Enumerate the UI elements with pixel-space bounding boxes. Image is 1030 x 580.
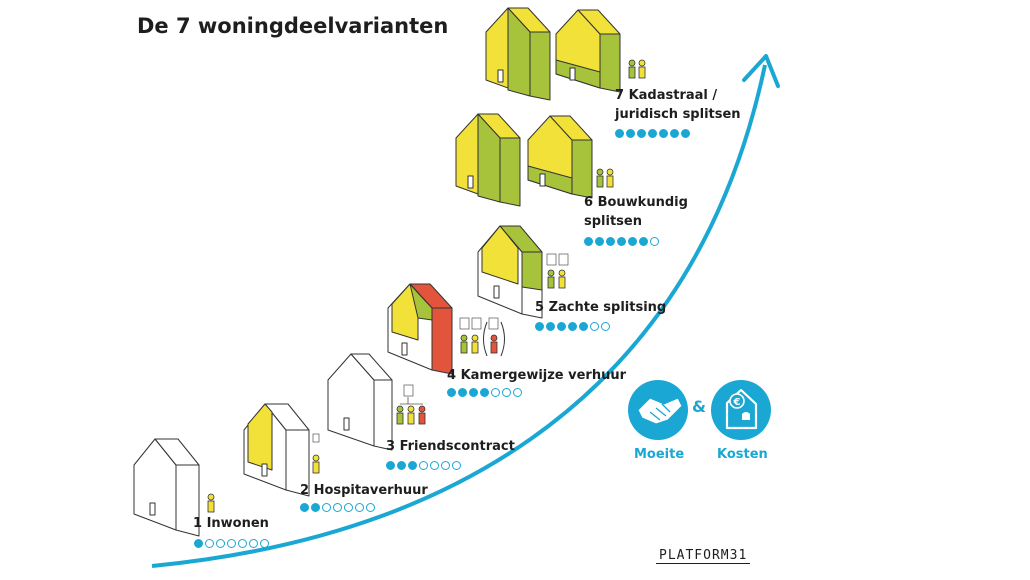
rating-dot (615, 129, 624, 138)
variant-6-rating (584, 237, 659, 246)
house-6-icon (455, 113, 593, 207)
variant-5-rating (535, 322, 610, 331)
people-icon (459, 317, 505, 357)
platform31-logo: PLATFORM31 (656, 549, 751, 564)
house-5-icon (477, 225, 543, 319)
rating-dot (469, 388, 478, 397)
rating-dot (344, 503, 353, 512)
rating-dot (502, 388, 511, 397)
legend-effort-label: Moeite (634, 447, 685, 462)
rating-dot (595, 237, 604, 246)
rating-dot (441, 461, 450, 470)
variant-2-rating (300, 503, 375, 512)
rating-dot (408, 461, 417, 470)
rating-dot (648, 129, 657, 138)
rating-dot (535, 322, 544, 331)
rating-dot (546, 322, 555, 331)
variant-7-rating (615, 129, 690, 138)
rating-dot (606, 237, 615, 246)
rating-dot (579, 322, 588, 331)
rating-dot (260, 539, 269, 548)
growth-arrow (151, 64, 767, 568)
rating-dot (452, 461, 461, 470)
rating-dot (557, 322, 566, 331)
variant-6-label-line1: 6 Bouwkundig (584, 195, 688, 210)
rating-dot (447, 388, 456, 397)
rating-dot (386, 461, 395, 470)
variant-1-label: 1 Inwonen (193, 516, 269, 531)
rating-dot (430, 461, 439, 470)
rating-dot (397, 461, 406, 470)
rating-dot (322, 503, 331, 512)
rating-dot (311, 503, 320, 512)
rating-dot (639, 237, 648, 246)
person-icon (312, 433, 320, 474)
house-7-icon (485, 7, 621, 101)
rating-dot (458, 388, 467, 397)
rating-dot (590, 322, 599, 331)
people-icon (396, 384, 426, 425)
rating-dot (628, 237, 637, 246)
rating-dot (227, 539, 236, 548)
house-euro-icon: € (711, 380, 771, 440)
rating-dot (681, 129, 690, 138)
rating-dot (491, 388, 500, 397)
people-icon (546, 253, 569, 289)
variant-4-label: 4 Kamergewijze verhuur (447, 368, 627, 383)
rating-dot (617, 237, 626, 246)
rating-dot (419, 461, 428, 470)
page-title: De 7 woningdeelvarianten (137, 14, 449, 38)
house-4-icon (387, 283, 453, 375)
rating-dot (650, 237, 659, 246)
handshake-icon (628, 380, 688, 440)
variant-6-label-line2: splitsen (584, 214, 642, 229)
rating-dot (333, 503, 342, 512)
variant-4-rating (447, 388, 522, 397)
rating-dot (584, 237, 593, 246)
rating-dot (670, 129, 679, 138)
rating-dot (366, 503, 375, 512)
rating-dot (626, 129, 635, 138)
svg-text:€: € (733, 397, 741, 408)
rating-dot (249, 539, 258, 548)
rating-dot (238, 539, 247, 548)
variant-5-label: 5 Zachte splitsing (535, 300, 667, 315)
house-3-icon (327, 353, 393, 451)
rating-dot (568, 322, 577, 331)
growth-arrow-head (742, 54, 780, 88)
people-icon (596, 168, 614, 188)
legend-ampersand: & (692, 397, 706, 416)
legend-cost-label: Kosten (717, 447, 768, 462)
rating-dot (355, 503, 364, 512)
rating-dot (480, 388, 489, 397)
rating-dot (300, 503, 309, 512)
variant-7-label-line2: juridisch splitsen (615, 107, 741, 122)
rating-dot (216, 539, 225, 548)
person-icon (207, 493, 215, 513)
house-2-icon (243, 403, 310, 497)
rating-dot (637, 129, 646, 138)
house-1-icon (133, 438, 200, 537)
variant-7-label-line1: 7 Kadastraal / (615, 88, 718, 103)
rating-dot (194, 539, 203, 548)
variant-1-rating (194, 539, 269, 548)
rating-dot (513, 388, 522, 397)
variant-2-label: 2 Hospitaverhuur (300, 483, 428, 498)
rating-dot (205, 539, 214, 548)
variant-3-label: 3 Friendscontract (386, 439, 515, 454)
rating-dot (601, 322, 610, 331)
rating-dot (659, 129, 668, 138)
people-icon (628, 59, 646, 79)
variant-3-rating (386, 461, 461, 470)
